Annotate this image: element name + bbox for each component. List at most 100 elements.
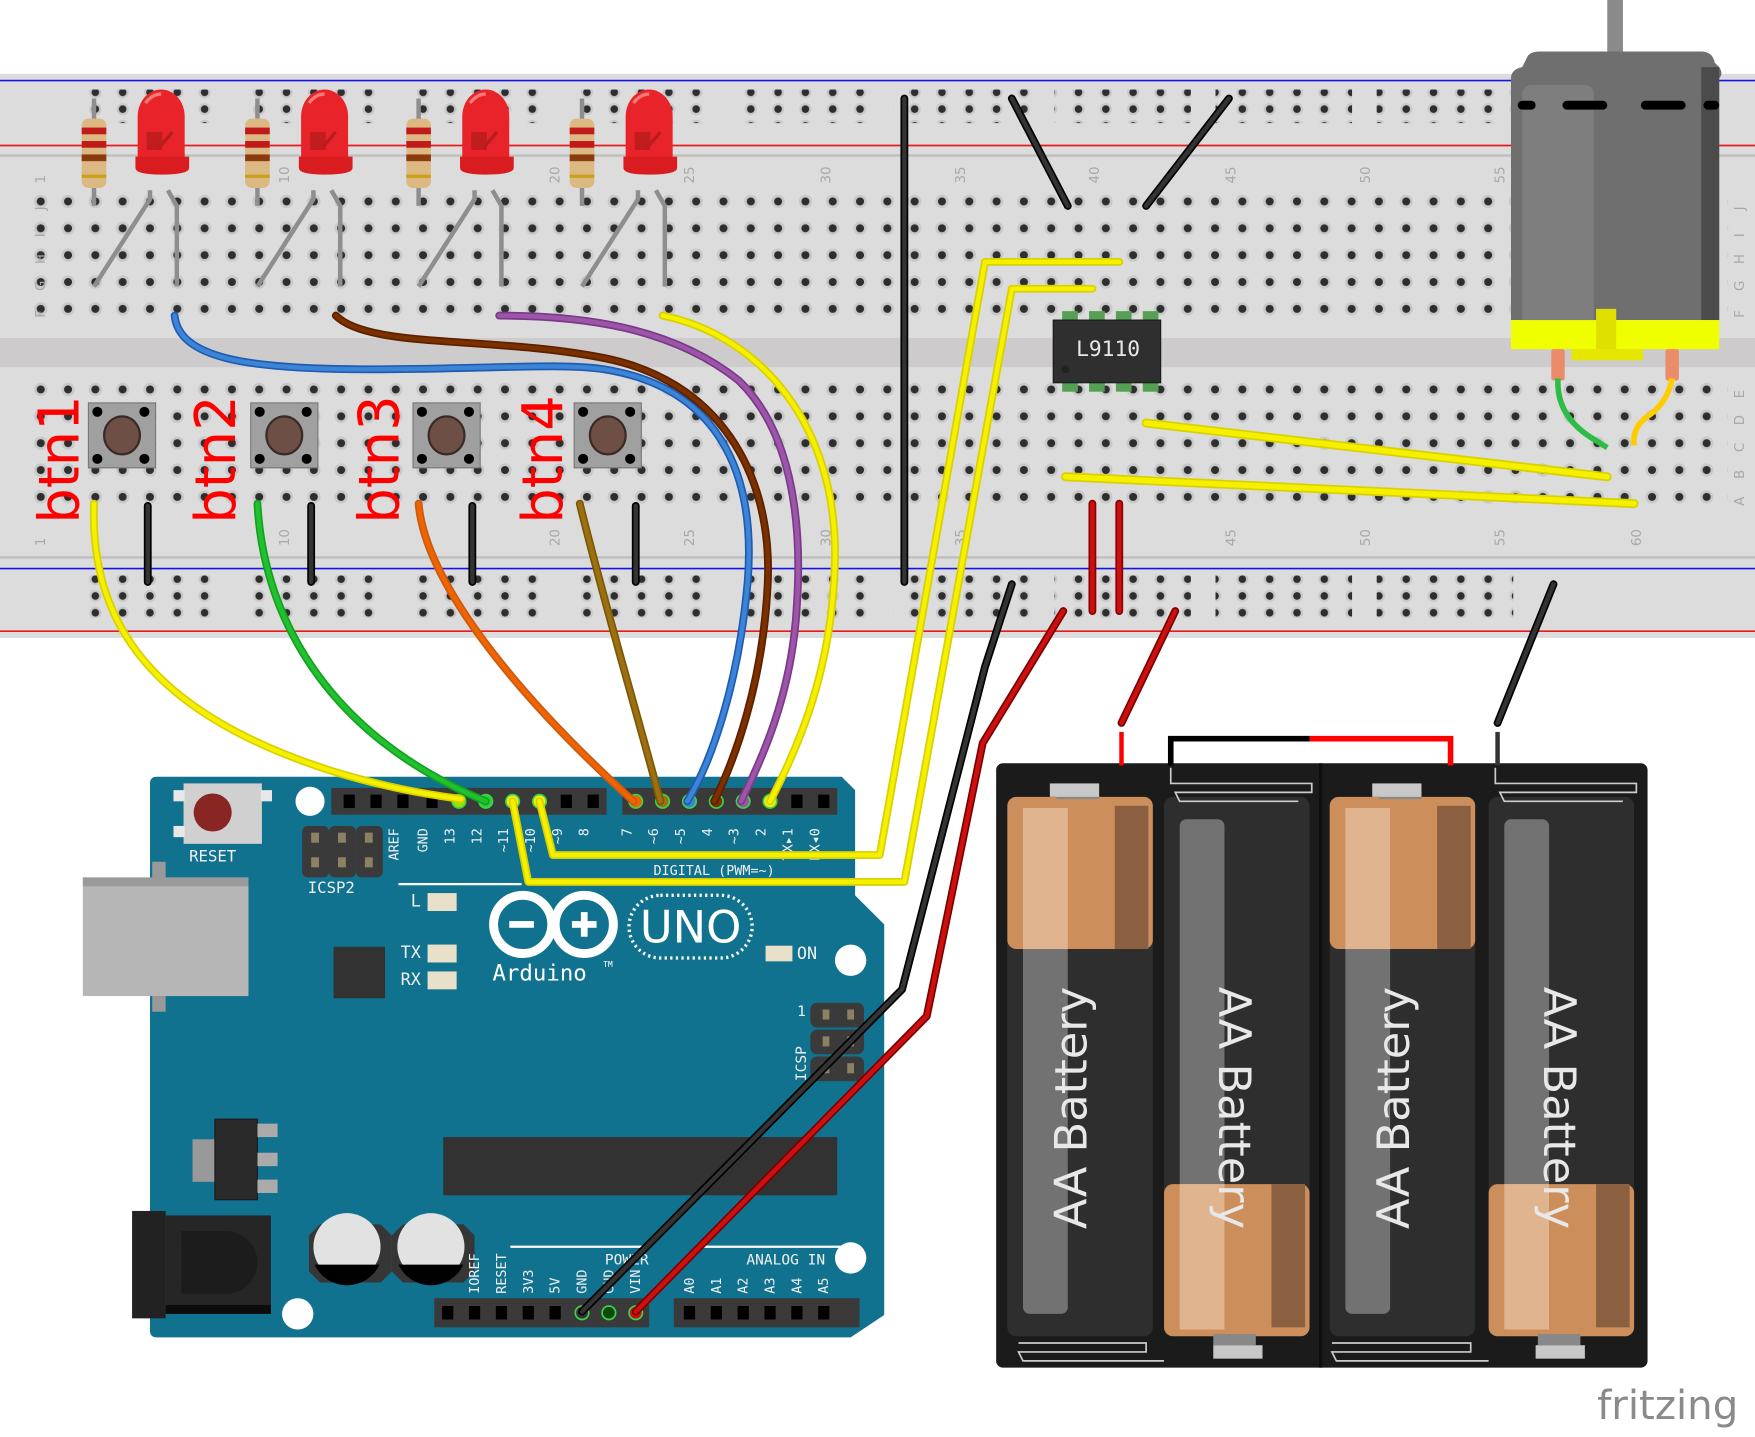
reset-label: RESET [189,847,237,866]
button-label: btn3 [347,395,412,524]
power-pin[interactable] [549,1306,561,1320]
battery-label: AA Battery [1533,987,1586,1229]
column-number: 50 [1359,166,1374,183]
l9110-chip[interactable]: L9110 [1052,311,1162,392]
column-number: 25 [683,166,698,183]
column-number: 60 [1630,529,1645,546]
digital-pin-label: GND [417,828,432,852]
top-rail-holes[interactable] [1054,89,1191,124]
arduino-brand: Arduino [492,960,586,986]
column-number: 10 [278,166,293,183]
analog-pin[interactable] [737,1306,749,1320]
column-number: 55 [1493,166,1508,183]
led-rx-indicator [427,971,457,990]
capacitor [391,1213,475,1286]
atmega-chip [443,1137,838,1196]
analog-pin[interactable] [683,1306,696,1320]
pushbutton[interactable] [412,402,481,469]
power-pin[interactable] [601,1305,617,1321]
column-number: 25 [683,529,698,546]
led-l-indicator [427,893,457,911]
led-tx-label: TX [401,942,421,962]
motor-shaft [1607,0,1623,54]
digital-label: DIGITAL (PWM=~) [653,864,774,879]
analog-pin[interactable] [791,1306,803,1320]
top-rail-holes[interactable] [893,89,1030,124]
resistor[interactable] [81,118,107,189]
pushbutton[interactable] [87,402,157,469]
aa-battery: AA Battery [1488,796,1635,1346]
analog-pin[interactable] [764,1306,776,1320]
power-pin-label: 3V3 [522,1269,537,1293]
red-led[interactable] [623,89,678,175]
red-led[interactable] [460,89,514,175]
digital-pin[interactable] [426,794,438,809]
analog-pin-label: A4 [790,1278,805,1294]
power-pin[interactable] [522,1306,534,1320]
power-pin-label: 5V [549,1278,564,1294]
led-tx-indicator [427,944,457,963]
bottom-rail-holes[interactable] [1376,575,1514,618]
digital-pin[interactable] [397,794,409,809]
pushbutton-group [87,402,642,469]
power-pin-label: IOREF [468,1253,483,1293]
dc-power-jack [132,1210,271,1319]
usb-chip [333,946,386,999]
digital-pin-label: 12 [470,828,485,844]
pushbutton[interactable] [250,402,319,469]
row-letter: I [34,233,49,237]
button-label: btn2 [184,395,249,524]
resistor[interactable] [569,118,595,189]
column-number: 45 [1225,166,1240,183]
row-letter: H [1733,254,1748,264]
resistor[interactable] [406,118,431,189]
digital-pin[interactable] [587,794,599,809]
row-letter: I [1733,233,1748,237]
digital-pin[interactable] [818,794,830,809]
digital-pin[interactable] [370,794,382,809]
red-led[interactable] [298,89,353,175]
digital-pin[interactable] [791,794,803,809]
row-letter: C [1733,443,1748,452]
analog-pin[interactable] [818,1306,830,1320]
led-assembly [569,89,678,288]
reset-button[interactable] [173,783,272,844]
digital-pin-label: 2 [755,828,770,836]
column-number: 35 [954,166,969,183]
digital-pin-label: ~10 [524,828,539,852]
bottom-rail-holes[interactable] [1215,575,1353,618]
chip-label: L9110 [1076,337,1140,362]
red-led[interactable] [135,89,190,175]
power-pin[interactable] [495,1306,508,1320]
power-pin[interactable] [442,1306,454,1320]
top-rail-holes[interactable] [1215,89,1353,124]
digital-pin[interactable] [343,794,355,809]
column-number: 40 [1088,166,1103,183]
digital-pin[interactable] [560,794,572,809]
column-number: 55 [1493,529,1508,546]
analog-pin[interactable] [710,1306,722,1320]
terminal-strip-top[interactable] [26,192,1729,327]
power-header[interactable] [434,1298,650,1328]
resistor[interactable] [245,118,270,189]
icsp-label: ICSP [794,1046,810,1081]
led-resistor-group [81,89,678,288]
led-assembly [81,89,190,288]
digital-pin-label: AREF [387,828,402,860]
capacitor [308,1213,392,1286]
row-letter: J [34,206,49,211]
icsp2-header [302,825,383,878]
analog-pin-label: A1 [710,1278,725,1294]
power-pin[interactable] [468,1306,481,1320]
column-number: 20 [549,166,564,183]
top-rail-holes[interactable] [731,89,869,124]
column-number: 50 [1359,529,1374,546]
uno-label: UNO [640,900,741,953]
icsp2-label: ICSP2 [308,878,355,897]
dc-motor[interactable] [1511,0,1722,451]
pushbutton[interactable] [573,402,642,469]
top-rail-holes[interactable] [1376,89,1514,124]
icsp-pin1-label: 1 [797,1004,806,1020]
